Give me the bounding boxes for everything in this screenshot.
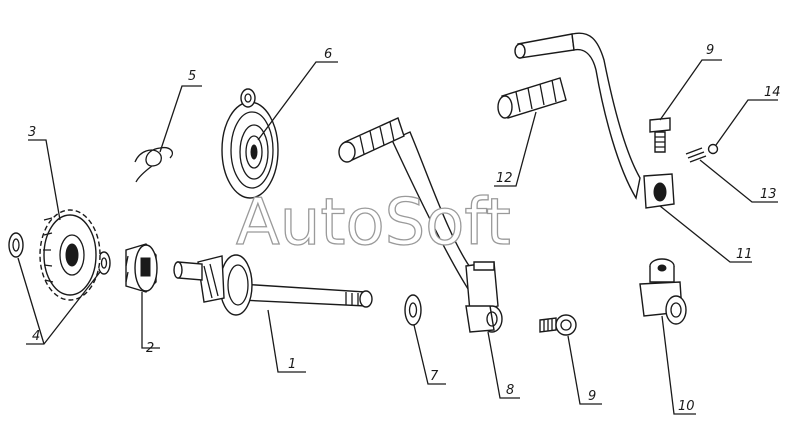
kick-shaft: [173, 254, 373, 316]
gear: [39, 209, 101, 301]
callout-7: 7: [430, 369, 439, 384]
leader-9a: [659, 59, 722, 121]
leader-1: [267, 309, 306, 373]
callout-8: 8: [506, 383, 514, 398]
leader-9b: [567, 335, 602, 405]
callout-2: 2: [146, 341, 154, 356]
washer-left: [8, 232, 24, 258]
clamp: [639, 258, 687, 325]
detent-spring: [685, 147, 707, 163]
callout-12: 12: [496, 171, 513, 186]
leader-14: [715, 99, 778, 146]
washer-7: [404, 294, 422, 326]
callout-10: 10: [678, 399, 695, 414]
callout-13: 13: [760, 187, 777, 202]
callout-14: 14: [764, 85, 781, 100]
callout-1: 1: [288, 357, 296, 372]
callout-3: 3: [28, 125, 36, 140]
leader-6: [257, 61, 338, 141]
leader-8: [487, 331, 520, 399]
bolt-upper: [649, 117, 671, 153]
callout-9b: 9: [588, 389, 596, 404]
leader-12: [494, 111, 537, 187]
leader-5: [159, 85, 202, 153]
detent-ball: [707, 143, 719, 155]
kick-lever-left: [338, 117, 503, 333]
spring-clip: [134, 146, 174, 183]
leader-7: [413, 324, 446, 385]
leader-2: [141, 292, 160, 349]
leader-3: [28, 139, 61, 221]
callout-5: 5: [188, 69, 196, 84]
rubber-grip: [497, 77, 567, 119]
leader-11: [659, 205, 752, 263]
leader-4a: [17, 257, 45, 345]
leader-lines: [17, 59, 778, 415]
leader-10: [661, 315, 696, 415]
callout-4: 4: [32, 329, 40, 344]
ratchet: [125, 243, 158, 293]
kick-lever-right: [514, 32, 675, 209]
callout-6: 6: [324, 47, 332, 62]
callout-11: 11: [736, 247, 753, 262]
leader-4b: [26, 271, 101, 345]
bolt-lower: [539, 314, 577, 336]
leader-13: [699, 159, 778, 203]
watermark: AutoSoft: [236, 186, 511, 260]
coil-spring: [221, 88, 279, 199]
callout-labels: 1 2 3 4 5 6 7 8 9 9 10 11 12 13 14: [28, 43, 781, 414]
callout-9a: 9: [706, 43, 714, 58]
